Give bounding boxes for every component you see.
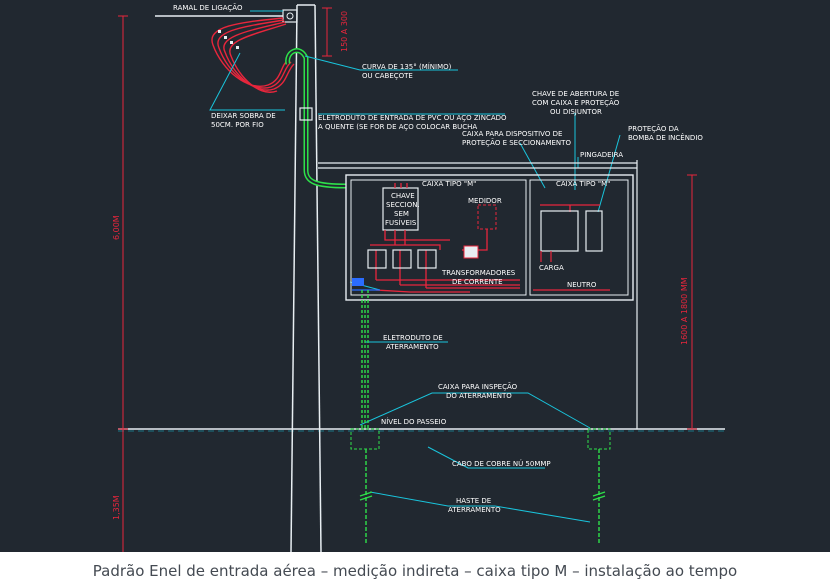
label-haste-2: ATERRAMENTO — [448, 506, 501, 514]
label-ramal: RAMAL DE LIGAÇÃO — [173, 3, 243, 12]
dim-150: 150 A 300 — [340, 11, 349, 52]
diagram-svg: RAMAL DE LIGAÇÃO CURVA DE 135° (MÍNIMO) … — [112, 3, 725, 553]
carga-box — [540, 210, 579, 252]
label-transformadores-1: TRANSFORMADORES — [441, 269, 516, 277]
drop-conductors — [211, 17, 295, 93]
inspection-box-right — [587, 428, 611, 450]
cad-drawing: RAMAL DE LIGAÇÃO CURVA DE 135° (MÍNIMO) … — [0, 0, 830, 553]
label-chave-abertura-3: OU DISJUNTOR — [550, 108, 602, 116]
label-caixa-inspecao-1: CAIXA PARA INSPEÇÃO — [438, 382, 518, 391]
drip-edge — [318, 160, 638, 429]
label-deixar-1: DEIXAR SOBRA DE — [211, 112, 276, 120]
label-eletroduto-aterramento-2: ATERRAMENTO — [386, 343, 439, 351]
label-protecao-1: PROTEÇÃO DA — [628, 124, 679, 133]
inspection-box-left — [350, 428, 380, 450]
test-block-icon — [463, 245, 479, 259]
label-caixa-m-2: CAIXA TIPO "M" — [556, 180, 610, 188]
label-transformadores-2: DE CORRENTE — [452, 278, 503, 286]
label-chave-seccion-3: SEM — [394, 210, 409, 218]
caixa-m-right — [529, 179, 629, 296]
dimension-lines — [118, 7, 697, 552]
entrance-conduit — [285, 48, 347, 189]
label-caixa-inspecao-2: DO ATERRAMENTO — [446, 392, 512, 400]
label-carga: CARGA — [539, 264, 564, 272]
label-nivel: NÍVEL DO PASSEIO — [381, 417, 447, 426]
label-caixa-m-1: CAIXA TIPO "M" — [422, 180, 476, 188]
label-medidor: MEDIDOR — [468, 197, 502, 205]
label-eletroduto-entrada-2: A QUENTE (SE FOR DE AÇO COLOCAR BUCHA — [318, 123, 477, 131]
label-eletroduto-aterramento-1: ELETRODUTO DE — [383, 334, 443, 342]
label-curva-2: OU CABEÇOTE — [362, 72, 413, 80]
dim-1600: 1600 A 1800 MM — [680, 277, 689, 345]
box-wiring — [370, 183, 610, 293]
label-chave-abertura-1: CHAVE DE ABERTURA DE — [532, 90, 619, 98]
label-deixar-2: 50CM. POR FIO — [211, 121, 264, 129]
label-caixa-dispositivo-2: PROTEÇÃO E SECCIONAMENTO — [462, 138, 571, 147]
label-haste-1: HASTE DE — [456, 497, 491, 505]
pole — [290, 4, 322, 553]
ground-rods — [365, 449, 600, 545]
label-cabo: CABO DE COBRE NÚ 50MMP — [452, 459, 551, 468]
label-eletroduto-entrada-1: ELETRODUTO DE ENTRADA DE PVC OU AÇO ZINC… — [318, 114, 507, 122]
conductor-markers — [218, 30, 239, 49]
caixa-m-left — [345, 174, 634, 301]
label-neutro: NEUTRO — [567, 281, 597, 289]
caixa-m-left-inner — [350, 179, 527, 296]
label-chave-abertura-2: COM CAIXA E PROTEÇÃO — [532, 98, 620, 107]
current-transformers — [367, 249, 437, 269]
dim-600: 6,00M — [112, 215, 121, 240]
carga-wires — [540, 251, 552, 262]
ground-conduit — [361, 290, 369, 430]
rod-breaks — [359, 491, 606, 501]
conduit-fitting-icon — [299, 107, 313, 121]
figure-caption: Padrão Enel de entrada aérea – medição i… — [92, 562, 738, 580]
label-chave-seccion-2: SECCION. — [386, 201, 420, 209]
label-curva-1: CURVA DE 135° (MÍNIMO) — [362, 62, 452, 71]
label-caixa-dispositivo-1: CAIXA PARA DISPOSITIVO DE — [462, 130, 562, 138]
dim-135: 1,35M — [112, 495, 121, 520]
label-chave-seccion-1: CHAVE — [391, 192, 415, 200]
label-protecao-2: BOMBA DE INCÊNDIO — [628, 133, 703, 142]
label-chave-seccion-4: FUSÍVEIS — [385, 218, 417, 227]
label-pingadeira: PINGADEIRA — [580, 151, 623, 159]
insulator-icon — [282, 9, 298, 23]
bomba-box — [585, 210, 603, 252]
neutral-connector-icon — [352, 278, 380, 291]
medidor-box — [477, 204, 497, 230]
